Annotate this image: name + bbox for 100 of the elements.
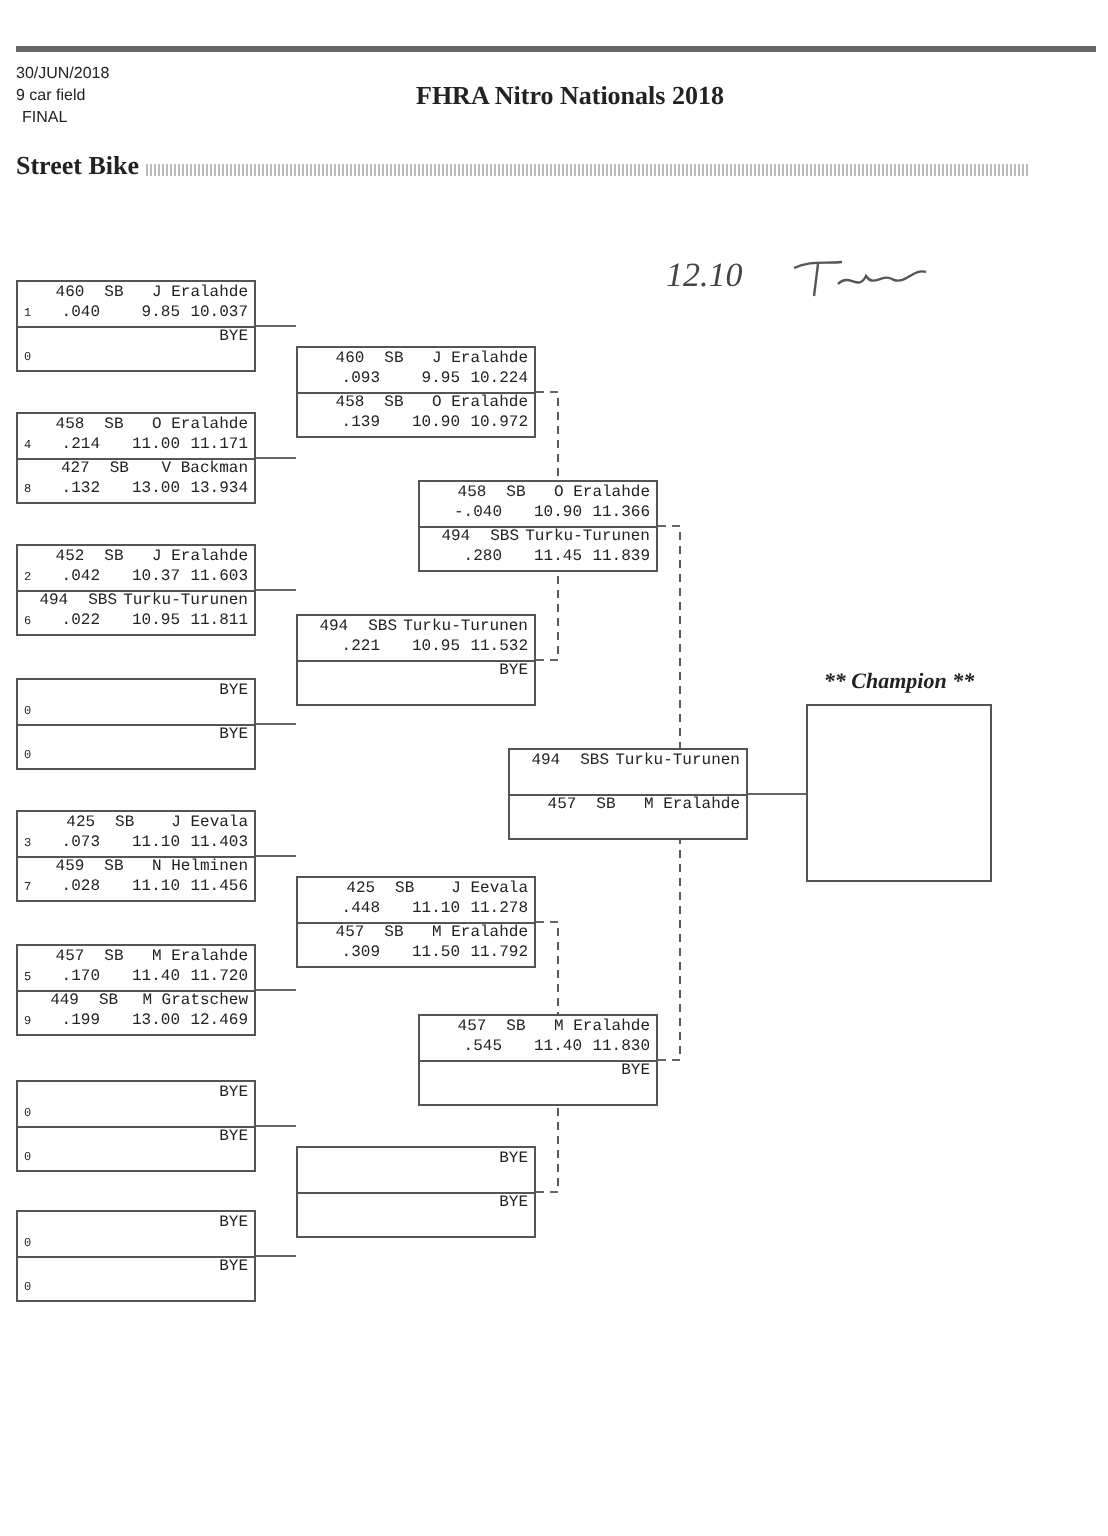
dial-in: 9.85 bbox=[141, 303, 180, 322]
racer-name: J Eevala bbox=[171, 813, 249, 832]
dial-in: 13.00 bbox=[131, 480, 180, 499]
racer-name: Turku-Turunen bbox=[123, 592, 248, 611]
reaction-time: .042 bbox=[61, 567, 100, 586]
racer-name: Turku-Turunen bbox=[403, 617, 528, 636]
bye-label: BYE bbox=[621, 1062, 650, 1081]
racer-name: M Eralahde bbox=[643, 796, 740, 815]
reaction-time: .093 bbox=[341, 369, 380, 388]
handwritten-note: 12.10 bbox=[666, 254, 743, 298]
car-number: 457 bbox=[457, 1017, 487, 1036]
bye-label: BYE bbox=[219, 726, 248, 745]
class-code: SB bbox=[98, 992, 119, 1011]
dial-in: 10.90 bbox=[533, 503, 582, 522]
dial-in: 11.10 bbox=[131, 833, 180, 852]
reaction-time: .170 bbox=[61, 967, 100, 986]
bracket-line bbox=[535, 391, 559, 481]
match-box bbox=[16, 678, 256, 770]
elapsed-time: 11.456 bbox=[190, 878, 248, 897]
car-number: 457 bbox=[335, 924, 365, 943]
reaction-time: .280 bbox=[463, 548, 502, 567]
class-code: SBS bbox=[490, 528, 520, 547]
match-box bbox=[418, 480, 658, 572]
car-number: 458 bbox=[335, 394, 365, 413]
car-number: 457 bbox=[55, 947, 85, 966]
car-number: 425 bbox=[346, 879, 376, 898]
elapsed-time: 11.532 bbox=[470, 637, 528, 656]
bye-label: BYE bbox=[219, 1213, 248, 1232]
car-number: 458 bbox=[457, 483, 487, 502]
bracket-line bbox=[535, 1105, 559, 1193]
reaction-time: -.040 bbox=[453, 503, 502, 522]
car-number: 449 bbox=[50, 992, 79, 1011]
car-number: 460 bbox=[55, 283, 85, 302]
class-code: SB bbox=[109, 460, 129, 479]
car-number: 459 bbox=[55, 858, 85, 877]
elapsed-time: 11.278 bbox=[470, 899, 528, 918]
elapsed-time: 11.603 bbox=[190, 567, 248, 586]
match-box bbox=[16, 1210, 256, 1302]
dial-in: 10.95 bbox=[131, 612, 180, 631]
bracket-line bbox=[255, 457, 297, 459]
car-number: 425 bbox=[66, 813, 96, 832]
bye-label: BYE bbox=[219, 1128, 248, 1147]
match-box bbox=[16, 944, 256, 1036]
racer-name: M Eralahde bbox=[553, 1017, 650, 1036]
match-box bbox=[296, 1146, 536, 1238]
elapsed-time: 12.469 bbox=[190, 1012, 248, 1031]
car-number: 458 bbox=[55, 415, 85, 434]
match-box bbox=[296, 876, 536, 968]
class-code: SBS bbox=[580, 751, 610, 770]
dial-in: 11.40 bbox=[533, 1037, 582, 1056]
reaction-time: .199 bbox=[61, 1012, 100, 1031]
bracket-line bbox=[657, 839, 681, 1061]
bracket-line bbox=[255, 589, 297, 591]
class-code: SB bbox=[395, 879, 415, 898]
match-box bbox=[16, 280, 256, 372]
dial-in: 11.50 bbox=[411, 944, 460, 963]
elapsed-time: 11.830 bbox=[592, 1037, 650, 1056]
reaction-time: .309 bbox=[341, 944, 380, 963]
reaction-time: .073 bbox=[61, 833, 100, 852]
dial-in: 10.90 bbox=[411, 414, 460, 433]
champion-heading: ** Champion ** bbox=[821, 668, 977, 698]
bracket-line bbox=[747, 793, 807, 795]
elapsed-time: 10.972 bbox=[470, 414, 528, 433]
bye-label: BYE bbox=[219, 681, 248, 700]
page-title: FHRA Nitro Nationals 2018 bbox=[416, 78, 724, 114]
header-note: 9 car field bbox=[16, 84, 88, 106]
class-code: SB bbox=[384, 394, 404, 413]
reaction-time: .132 bbox=[61, 480, 100, 499]
bracket-line bbox=[255, 325, 297, 327]
reaction-time: .028 bbox=[61, 878, 100, 897]
racer-name: O Eralahde bbox=[431, 394, 528, 413]
reaction-time: .040 bbox=[61, 303, 100, 322]
bye-label: BYE bbox=[499, 1149, 528, 1168]
bye-label: BYE bbox=[219, 1083, 248, 1102]
match-box bbox=[296, 346, 536, 438]
racer-name: M Eralahde bbox=[431, 924, 528, 943]
elapsed-time: 11.403 bbox=[190, 833, 248, 852]
section-heading: Street Bike bbox=[16, 148, 139, 184]
class-code: SBS bbox=[368, 617, 398, 636]
dial-in: 10.95 bbox=[411, 637, 460, 656]
dial-in: 10.37 bbox=[131, 567, 180, 586]
car-number: 452 bbox=[55, 547, 85, 566]
reaction-time: .448 bbox=[341, 899, 380, 918]
match-box bbox=[16, 412, 256, 504]
elapsed-time: 11.792 bbox=[470, 944, 528, 963]
class-code: SB bbox=[596, 796, 616, 815]
bracket-line bbox=[535, 921, 559, 1015]
champion-box bbox=[806, 704, 992, 882]
class-code: SB bbox=[104, 858, 124, 877]
elapsed-time: 13.934 bbox=[190, 480, 248, 499]
header-note: 30/JUN/2018 bbox=[16, 62, 110, 84]
class-code: SBS bbox=[88, 592, 118, 611]
class-code: SB bbox=[506, 1017, 526, 1036]
bracket-line bbox=[255, 1255, 297, 1257]
racer-name: J Eralahde bbox=[431, 349, 528, 368]
class-code: SB bbox=[104, 947, 124, 966]
match-box bbox=[16, 1080, 256, 1172]
bye-label: BYE bbox=[499, 1194, 528, 1213]
bye-label: BYE bbox=[219, 1258, 248, 1277]
match-box bbox=[508, 748, 748, 840]
